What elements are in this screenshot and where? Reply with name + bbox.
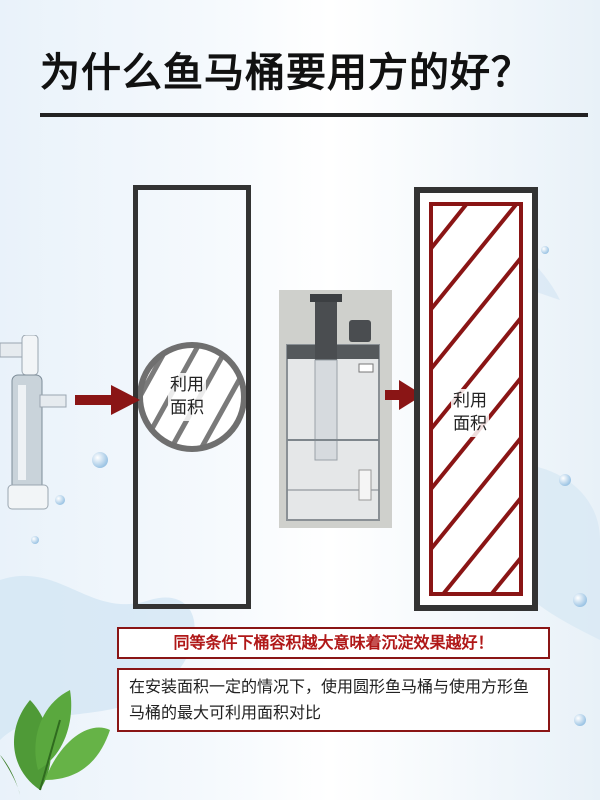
mint-leaf-icon xyxy=(0,690,110,795)
highlight-caption: 同等条件下桶容积越大意味着沉淀效果越好！ xyxy=(117,627,550,659)
description-caption: 在安装面积一定的情况下，使用圆形鱼马桶与使用方形鱼马桶的最大可利用面积对比 xyxy=(117,668,550,732)
round-bucket-frame: 利用 面积 xyxy=(133,185,251,609)
fish-toilet-product-icon xyxy=(286,294,380,521)
left-label-line2: 面积 xyxy=(170,398,204,418)
square-bucket-frame: 利用 面积 xyxy=(414,187,538,611)
right-area-label: 利用 面积 xyxy=(451,389,489,437)
right-label-line2: 面积 xyxy=(453,414,487,434)
page-title: 为什么鱼马桶要用方的好？ xyxy=(40,50,532,96)
left-area-label: 利用 面积 xyxy=(168,373,206,421)
left-arrow-icon xyxy=(75,385,140,415)
right-label-line1: 利用 xyxy=(453,391,487,411)
product-photo xyxy=(279,290,392,528)
right-arrow-icon xyxy=(385,380,423,410)
title-underline xyxy=(40,113,588,117)
pump-device-image xyxy=(0,335,67,510)
square-utilization-area: 利用 面积 xyxy=(429,202,523,596)
left-label-line1: 利用 xyxy=(170,375,204,395)
